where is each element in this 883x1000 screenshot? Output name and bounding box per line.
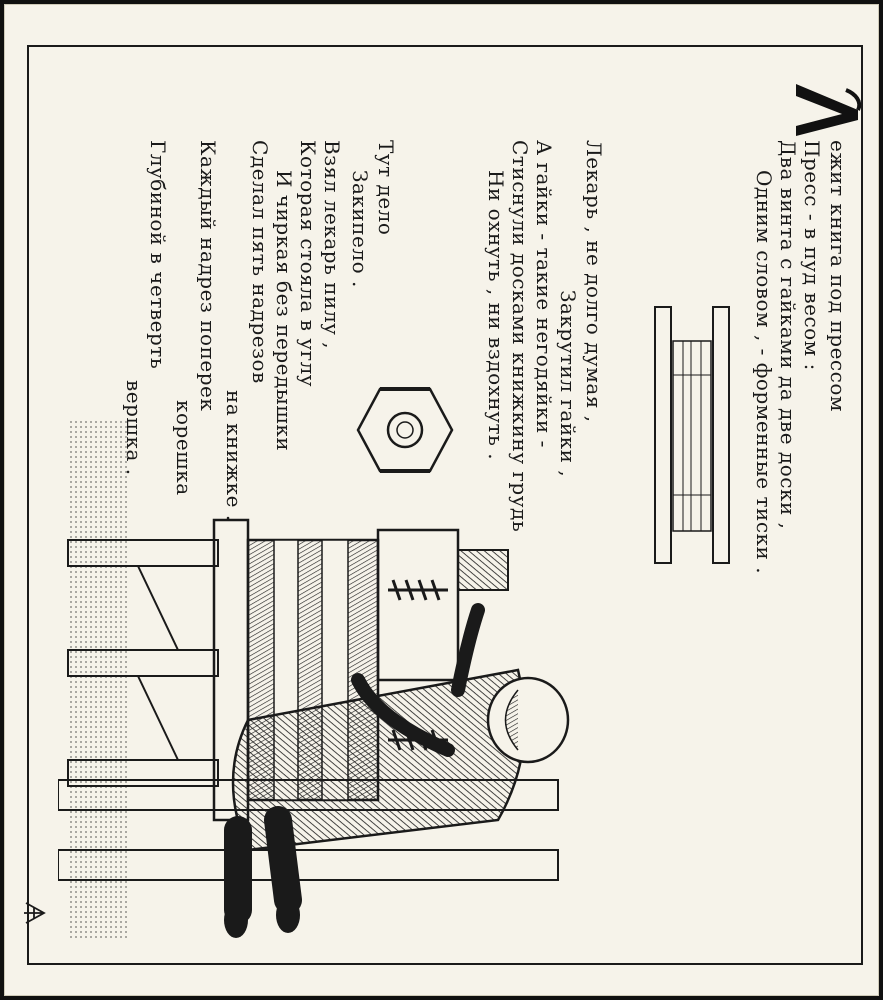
stanza-2-line: А гайки - такие негодяйки - <box>532 140 556 448</box>
page <box>4 4 879 996</box>
drop-cap-letter <box>796 84 862 136</box>
nut-illustration <box>356 387 454 473</box>
stanza-3-line: Сделал пять надрезов <box>248 140 272 384</box>
stanza-3-line: Глубиной в четверть <box>146 140 170 370</box>
stanza-3-line: Тут дело <box>374 140 398 236</box>
page-frame <box>27 45 863 965</box>
stanza-1-line: Одним словом , - форменные тиски . <box>752 170 776 575</box>
stanza-3-line: Взял лекарь пилу , <box>320 140 344 350</box>
rotated-page-content: ежит книга под прессом Пресс - в пуд вес… <box>22 40 862 960</box>
stanza-3-line: Которая стояла в углу <box>296 140 320 388</box>
stanza-1-line: ежит книга под прессом <box>826 140 850 412</box>
stanza-2-line: Ни охнуть , ни вздохнуть . <box>484 170 508 461</box>
press-frame-illustration <box>654 306 730 564</box>
stanza-3-line: Каждый надрез поперек <box>196 140 220 412</box>
artist-monogram-icon <box>24 902 46 924</box>
stanza-3-line: И чиркая без передышки <box>272 170 296 452</box>
bookbinder-illustration <box>58 420 570 940</box>
stanza-2-line: Лекарь , не долго думая , <box>582 140 606 423</box>
stanza-1-line: Пресс - в пуд весом : <box>800 140 824 371</box>
stanza-1-line: Два винта с гайками да две доски , <box>776 140 800 530</box>
stanza-3-line: Закипело . <box>348 170 372 288</box>
